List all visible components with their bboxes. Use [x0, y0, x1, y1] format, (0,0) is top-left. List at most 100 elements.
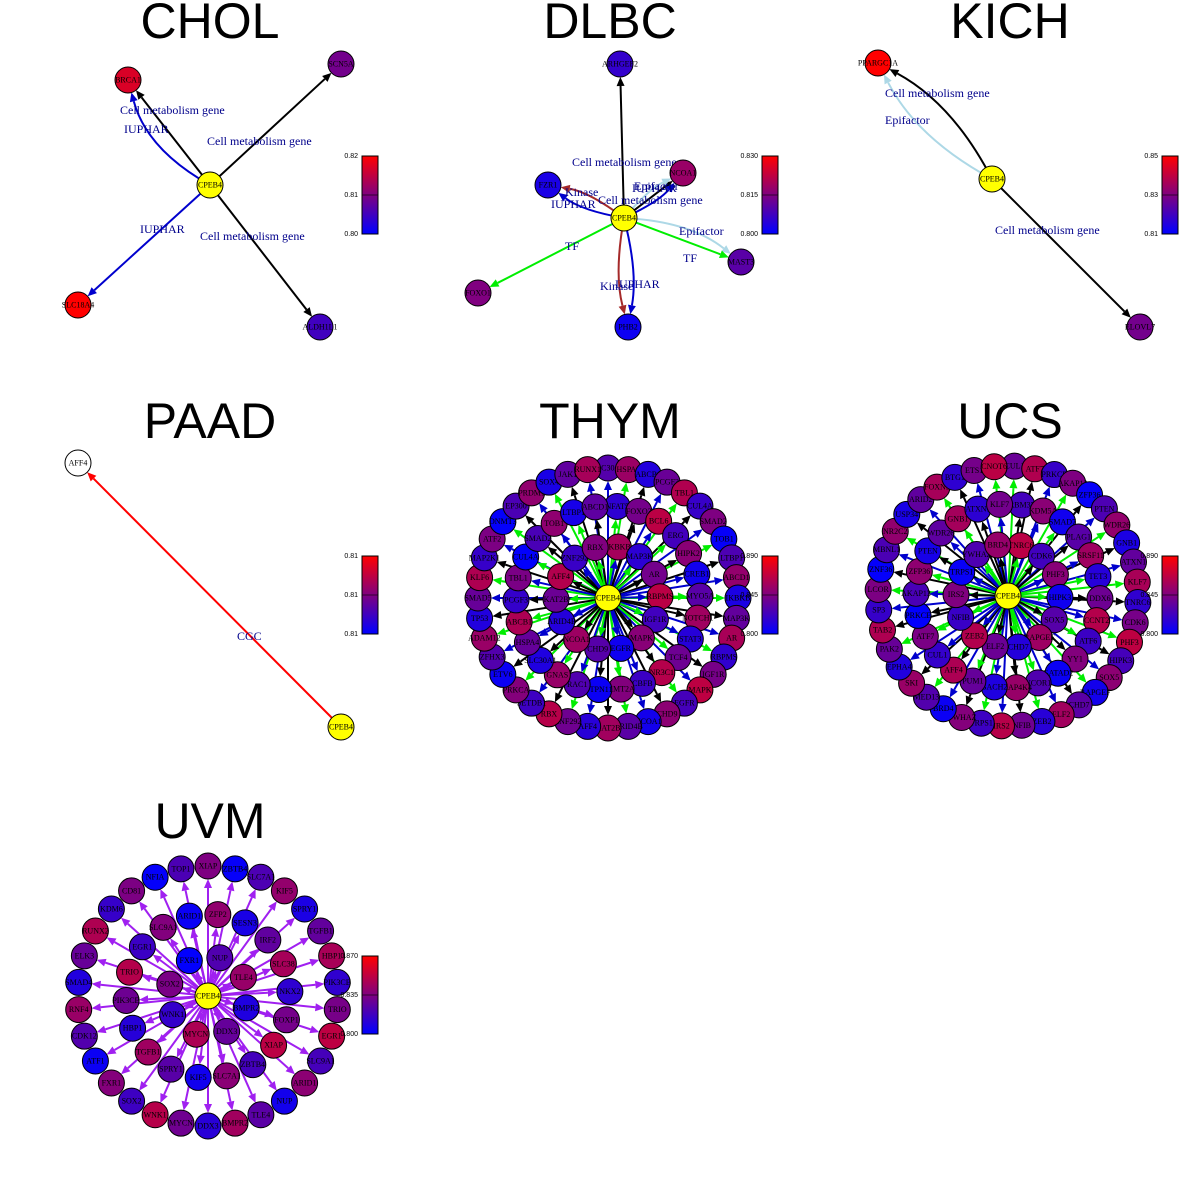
ucs-node-20-label: IRS2	[993, 721, 1009, 730]
ucs-node-79-label: BRD4	[988, 541, 1008, 550]
thym-edge-16-head	[668, 683, 677, 693]
dlbc-node-5-label: PHB2	[618, 323, 638, 332]
thym-colorbar-tick-label-1: 0.845	[740, 592, 758, 599]
dlbc-edge-0	[619, 85, 625, 219]
ucs-node-24-label: MED13	[914, 693, 940, 702]
thym-edge-18-head	[637, 699, 646, 710]
uvm-node-1-circle	[221, 855, 249, 883]
thym-node-25-label: PRKCA	[503, 685, 530, 694]
uvm-edge-25-head	[106, 937, 117, 946]
uvm-node-27-circle	[118, 877, 146, 905]
thym-node-78: ZNF292	[561, 544, 588, 572]
dlbc-edge-9-head	[618, 304, 627, 315]
thym-edge-77-head	[572, 581, 583, 590]
ucs-node-66-label: TNRC6	[1008, 541, 1033, 550]
uvm-node-18-circle	[118, 1087, 146, 1115]
kich-edge-0	[896, 72, 993, 180]
uvm-node-23-circle	[65, 968, 93, 996]
paad-node-0-circle	[64, 449, 92, 477]
ucs-edge-2-head	[1042, 486, 1051, 497]
ucs-node-77-circle	[948, 558, 976, 586]
chol-colorbar-tick-label-0: 0.82	[344, 153, 358, 160]
thym-edge-37-head	[554, 493, 563, 504]
ucs-edge-0-head	[1009, 479, 1018, 489]
uvm-node-40-circle	[157, 1055, 185, 1083]
ucs-node-79: BRD4	[984, 531, 1012, 559]
ucs-edge-57-head	[937, 623, 947, 631]
uvm-node-16: MYCN	[167, 1109, 195, 1137]
uvm-node-14: BMPR2	[221, 1109, 249, 1137]
thym-edge-2-head	[637, 486, 646, 497]
ucs-edge-52-head	[1010, 665, 1019, 675]
thym-node-55-label: GNAS	[546, 670, 568, 679]
thym-node-79-circle	[581, 534, 609, 562]
uvm-node-54-label: SOX2	[160, 980, 180, 989]
thym-edge-36-head	[539, 503, 548, 513]
thym-edge-57-head	[538, 628, 549, 637]
ucs-node-70-circle	[1040, 606, 1068, 634]
ucs-colorbar-tick-label-2: 0.800	[1140, 631, 1158, 638]
uvm-edge-16-head	[181, 1100, 190, 1111]
dlbc-edge-10-head	[628, 304, 636, 315]
uvm-node-8-label: TRIO	[328, 1005, 347, 1014]
uvm-node-42-circle	[119, 1014, 147, 1042]
uvm-edge-37-head	[237, 1044, 246, 1054]
ucs-node-67-label: CDK6	[1031, 552, 1052, 561]
uvm-node-37: ZBTB4	[239, 1051, 267, 1079]
thym-node-32-label: MAP2K1	[469, 553, 500, 562]
uvm-node-22-circle	[65, 996, 93, 1024]
uvm-node-7-circle	[323, 968, 351, 996]
ucs-edge-12-head	[1107, 630, 1118, 639]
thym-node-12-label: AR	[726, 634, 738, 643]
chol-edge-label-4: Cell metabolism gene	[200, 229, 305, 243]
thym-edge-63-head	[561, 533, 571, 544]
chol-node-3: ALDH1L1	[302, 313, 338, 341]
ucs-hub-circle	[994, 582, 1022, 610]
kich-node-0-circle	[864, 49, 892, 77]
dlbc-node-2: FZR1	[534, 171, 562, 199]
dlbc-edge-3-head	[661, 178, 672, 186]
uvm-node-38: SLC7A1	[212, 1062, 241, 1090]
ucs-node-50: GATAD2	[1043, 659, 1073, 687]
uvm-node-24-circle	[70, 942, 98, 970]
uvm-edge-54-head	[182, 986, 192, 995]
paad-colorbar-tick-label-0: 0.81	[344, 553, 358, 560]
thym-node-70: IGF1R	[641, 605, 669, 633]
uvm-edge-49-head	[222, 983, 232, 992]
uvm-node-41-circle	[134, 1038, 162, 1066]
ucs-node-47-label: CCNT2	[1084, 616, 1109, 625]
thym-node-77: AFF4	[547, 563, 575, 591]
thym-node-70-label: IGF1R	[644, 615, 667, 624]
uvm-node-50: BMPR2	[232, 994, 260, 1022]
uvm-node-30-label: ZFP2	[209, 910, 227, 919]
thym-node-60-label: TBL1	[509, 573, 528, 582]
thym-edge-48-head	[668, 625, 679, 634]
uvm-edge-3-head	[268, 901, 277, 911]
dlbc-node-5-circle	[614, 313, 642, 341]
ucs-edge-70-head	[1032, 606, 1043, 614]
chol-edge-3	[93, 184, 211, 291]
dlbc-edge-label-0: Cell metabolism gene	[572, 155, 677, 169]
uvm-node-35: FOXP1	[272, 1006, 300, 1034]
dlbc-colorbar-tick-label-0: 0.830	[740, 153, 758, 160]
uvm-node-14-label: BMPR2	[222, 1119, 248, 1128]
kich-node-0-label: PPARGC1A	[858, 59, 898, 68]
ucs-node-71-label: RAPGEF	[1024, 633, 1055, 642]
chol-edge-label-2: Cell metabolism gene	[207, 134, 312, 148]
ucs-edge-1-head	[1026, 481, 1035, 492]
uvm-node-29-label: TOP1	[171, 864, 190, 873]
thym-node-23-label: RBX	[541, 709, 558, 718]
uvm-colorbar-tick-label-0: 0.870	[340, 953, 358, 960]
thym-edge-69-head	[637, 593, 647, 602]
ucs-node-67-circle	[1027, 542, 1055, 570]
thym-node-14-label: IGF1R	[702, 670, 725, 679]
uvm-node-38-label: SLC7A1	[212, 1071, 240, 1080]
ucs-edge-77-head	[973, 578, 984, 586]
dlbc-edge-label-1: IUPHAR	[632, 181, 677, 195]
uvm-node-9: EGR1	[318, 1022, 346, 1050]
uvm-edge-40-head	[176, 1047, 185, 1058]
thym-node-73: CHD9	[584, 635, 612, 663]
